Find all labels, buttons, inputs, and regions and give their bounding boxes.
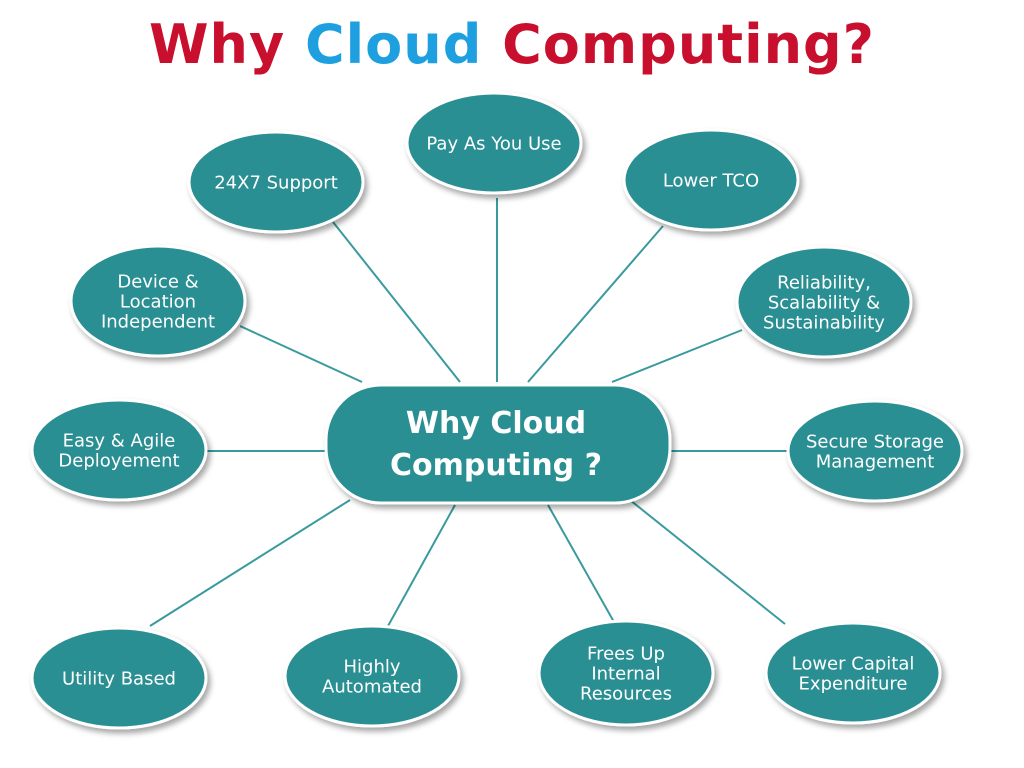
- node-label-lower-capital: Lower Capital: [792, 653, 915, 674]
- node-shape-highly-automated: [283, 624, 461, 728]
- connector-lower-tco: [527, 225, 664, 383]
- node-label-frees-up: Internal: [591, 663, 660, 684]
- connector-lower-capital: [629, 499, 786, 625]
- node-label-reliability: Reliability,: [777, 272, 871, 293]
- connector-lines: [149, 198, 788, 627]
- center-label: Computing ?: [390, 448, 602, 483]
- connector-utility-based: [149, 499, 351, 627]
- page-title: Why Cloud Computing?: [0, 13, 1024, 76]
- node-shape-lower-tco: [622, 128, 800, 232]
- node-label-device-location: Device &: [117, 271, 198, 292]
- node-label-easy-agile: Deployement: [58, 451, 179, 472]
- node-shape-secure-storage: [786, 399, 964, 503]
- node-label-utility-based: Utility Based: [62, 668, 176, 689]
- node-label-lower-capital: Expenditure: [799, 674, 908, 695]
- node-label-frees-up: Resources: [580, 684, 672, 705]
- title-computing: Computing?: [502, 13, 876, 76]
- node-label-pay-as-you-use: Pay As You Use: [426, 133, 561, 154]
- node-label-easy-agile: Easy & Agile: [63, 430, 176, 451]
- node-label-secure-storage: Secure Storage: [806, 431, 944, 452]
- node-shape-frees-up: [537, 619, 715, 727]
- node-shape-device-location: [69, 244, 247, 358]
- node-label-frees-up: Frees Up: [587, 643, 665, 664]
- node-label-lower-tco: Lower TCO: [663, 170, 759, 191]
- node-shape-24x7-support: [187, 130, 365, 234]
- node-shape-utility-based: [30, 626, 208, 730]
- title-why: Why: [148, 13, 286, 76]
- node-pay-as-you-use: Pay As You Use: [405, 91, 583, 195]
- connector-frees-up: [547, 504, 615, 623]
- title-cloud: Cloud: [305, 13, 483, 76]
- node-shape-pay-as-you-use: [405, 91, 583, 195]
- center-shape: [324, 383, 672, 505]
- node-label-highly-automated: Automated: [322, 677, 422, 698]
- connector-highly-automated: [387, 504, 456, 627]
- node-label-highly-automated: Highly: [343, 656, 400, 677]
- node-shape-easy-agile: [30, 398, 208, 502]
- connector-device-location: [239, 325, 363, 383]
- node-shape-lower-capital: [764, 621, 942, 725]
- node-lower-tco: Lower TCO: [622, 128, 800, 232]
- node-label-24x7-support: 24X7 Support: [214, 172, 338, 193]
- connector-24x7-support: [332, 221, 461, 383]
- node-label-device-location: Independent: [101, 312, 215, 333]
- node-label-reliability: Scalability &: [768, 292, 880, 313]
- node-24x7-support: 24X7 Support: [187, 130, 365, 234]
- node-reliability: Reliability,Scalability &Sustainability: [735, 245, 913, 359]
- node-label-device-location: Location: [120, 291, 196, 312]
- center-label: Why Cloud: [406, 406, 586, 441]
- node-label-reliability: Sustainability: [763, 313, 885, 334]
- node-shape-reliability: [735, 245, 913, 359]
- node-utility-based: Utility Based: [30, 626, 208, 730]
- node-label-secure-storage: Management: [816, 452, 935, 473]
- connector-reliability: [611, 329, 743, 383]
